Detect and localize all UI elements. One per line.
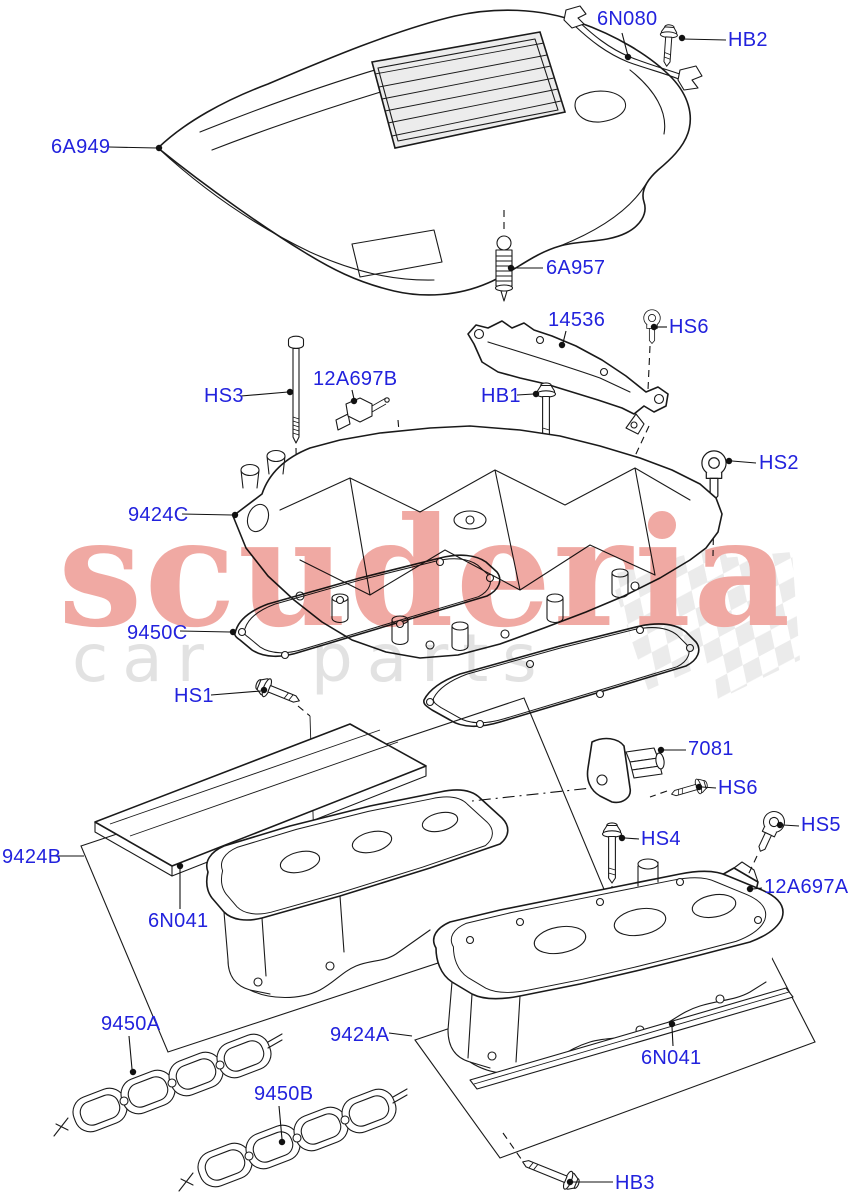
stud-6a957-drawing xyxy=(494,210,514,302)
bolt-hs1-drawing xyxy=(252,674,304,711)
engine-cover-drawing xyxy=(157,9,692,296)
bolt-hb3-drawing xyxy=(518,1152,583,1194)
leader-lines xyxy=(56,32,800,1186)
callout-hs2[interactable]: HS2 xyxy=(759,452,799,474)
callout-9450b[interactable]: 9450B xyxy=(254,1083,314,1105)
sensor-12a697b-drawing xyxy=(335,397,390,431)
callout-9450a[interactable]: 9450A xyxy=(101,1013,161,1035)
baffle-6n041-left-drawing xyxy=(94,723,427,877)
callout-hs6-mid[interactable]: HS6 xyxy=(718,777,758,799)
callout-hb2[interactable]: HB2 xyxy=(728,29,768,51)
bolt-hs5-drawing xyxy=(750,807,789,857)
callout-hs1[interactable]: HS1 xyxy=(174,685,214,707)
callout-6n041-left[interactable]: 6N041 xyxy=(148,910,209,932)
callout-9450c[interactable]: 9450C xyxy=(127,622,188,644)
callout-9424c[interactable]: 9424C xyxy=(128,504,189,526)
callout-14536[interactable]: 14536 xyxy=(548,309,606,331)
gasket-9450a-drawing xyxy=(53,1028,283,1138)
gasket-9450b-drawing xyxy=(178,1083,408,1193)
callout-9424b[interactable]: 9424B xyxy=(2,846,62,868)
callout-6n080[interactable]: 6N080 xyxy=(597,8,658,30)
callout-hb3[interactable]: HB3 xyxy=(615,1172,655,1194)
gasket-6n041-right-drawing xyxy=(469,987,794,1090)
callout-12a697b[interactable]: 12A697B xyxy=(313,368,398,390)
callout-hs4[interactable]: HS4 xyxy=(641,828,681,850)
callout-12a697a[interactable]: 12A697A xyxy=(764,876,849,898)
callout-6a957[interactable]: 6A957 xyxy=(546,257,606,279)
callout-9424a[interactable]: 9424A xyxy=(330,1024,390,1046)
callout-hs5[interactable]: HS5 xyxy=(801,814,841,836)
bolt-hs4-drawing xyxy=(601,822,623,884)
chamber-9424b-drawing xyxy=(206,789,509,998)
callout-hs6-top[interactable]: HS6 xyxy=(669,316,709,338)
callout-7081[interactable]: 7081 xyxy=(688,738,734,760)
callout-hs3[interactable]: HS3 xyxy=(204,385,244,407)
callout-6a949[interactable]: 6A949 xyxy=(51,136,111,158)
bolt-hb2-drawing xyxy=(657,23,679,68)
harness-bracket-6n080-drawing xyxy=(563,5,703,91)
manifold-lower-9424a-drawing xyxy=(432,858,784,1075)
bracket-14536-drawing xyxy=(467,320,669,435)
bolt-hs6-mid-drawing xyxy=(669,776,710,802)
manifold-upper-9424c-drawing xyxy=(232,425,723,659)
callout-6n041-right[interactable]: 6N041 xyxy=(641,1047,702,1069)
gasket-9450c-left-drawing xyxy=(234,554,501,660)
callout-hb1[interactable]: HB1 xyxy=(481,385,521,407)
actuator-7081-drawing xyxy=(471,737,665,804)
